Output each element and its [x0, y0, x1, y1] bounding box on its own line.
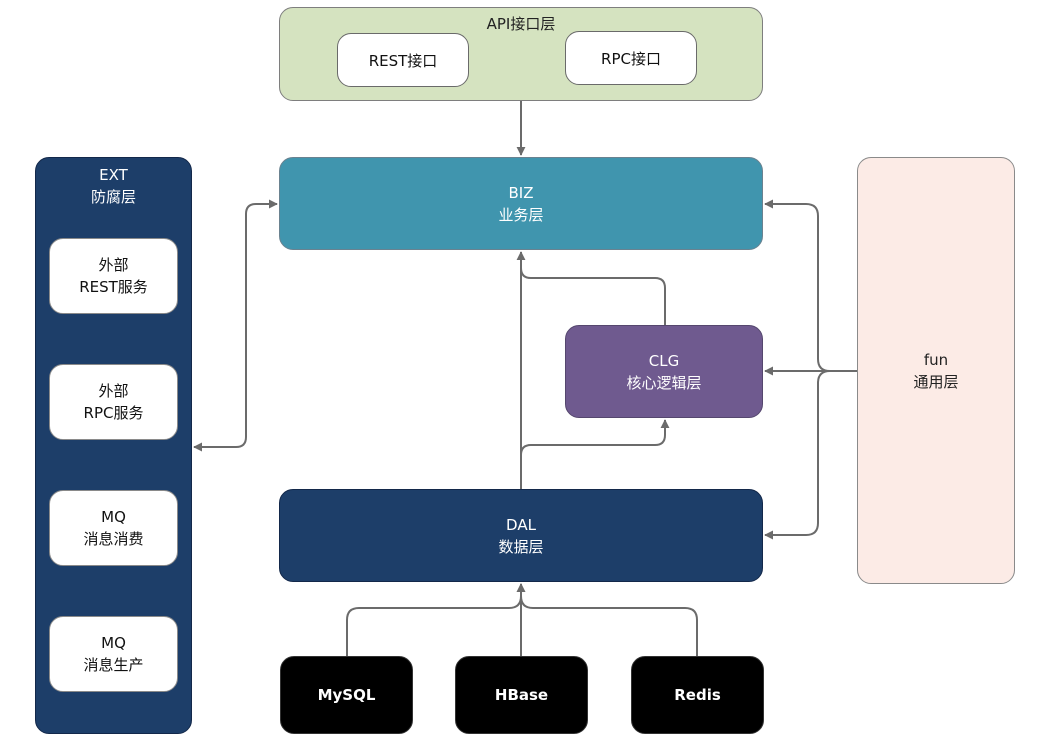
ext-item-label-bottom: RPC服务: [83, 404, 144, 422]
api-layer-title: API接口层: [486, 15, 556, 33]
ext-item-rest-service: 外部 REST服务: [49, 238, 178, 314]
dal-layer-label: 数据层: [498, 537, 544, 556]
dal-layer-code: DAL: [506, 515, 536, 534]
arrow-dal-to-clg: [520, 419, 670, 456]
ext-item-mq-produce: MQ 消息生产: [49, 616, 178, 692]
ext-item-label-bottom: 消息生产: [83, 656, 144, 674]
hbase-store-label: HBase: [494, 686, 549, 704]
rest-interface-label: REST接口: [368, 51, 438, 70]
arrow-fun-to-biz: [764, 199, 857, 372]
arrow-clg-to-biz: [520, 267, 666, 325]
fun-layer-code: fun: [923, 350, 949, 369]
biz-layer-code: BIZ: [508, 183, 534, 202]
ext-layer: EXT 防腐层 外部 REST服务 外部 RPC服务 MQ 消息消费 MQ 消息…: [35, 157, 192, 734]
ext-layer-code: EXT: [99, 166, 128, 184]
rest-interface-box: REST接口: [337, 33, 469, 87]
redis-store: Redis: [631, 656, 764, 734]
ext-item-label-bottom: REST服务: [79, 278, 148, 296]
fun-layer-label: 通用层: [913, 372, 959, 391]
ext-item-mq-consume: MQ 消息消费: [49, 490, 178, 566]
ext-item-label-top: MQ: [101, 634, 126, 652]
arrow-redis-to-dal: [520, 595, 698, 656]
fun-layer: fun 通用层: [857, 157, 1015, 584]
ext-item-rpc-service: 外部 RPC服务: [49, 364, 178, 440]
arrow-mysql-to-dal: [346, 583, 526, 656]
hbase-store: HBase: [455, 656, 588, 734]
ext-item-label-bottom: 消息消费: [83, 530, 144, 548]
rpc-interface-label: RPC接口: [601, 49, 661, 68]
biz-layer-label: 业务层: [498, 205, 544, 224]
dal-layer: DAL 数据层: [279, 489, 763, 582]
arrow-ext-biz: [193, 199, 278, 452]
mysql-store-label: MySQL: [317, 686, 376, 704]
arrow-fun-to-dal: [764, 370, 831, 540]
mysql-store: MySQL: [280, 656, 413, 734]
clg-layer-code: CLG: [648, 351, 680, 370]
clg-layer-label: 核心逻辑层: [626, 373, 702, 392]
clg-layer: CLG 核心逻辑层: [565, 325, 763, 418]
redis-store-label: Redis: [674, 686, 721, 704]
ext-item-label-top: 外部: [98, 382, 129, 400]
ext-layer-label: 防腐层: [90, 188, 136, 206]
biz-layer: BIZ 业务层: [279, 157, 763, 250]
rpc-interface-box: RPC接口: [565, 31, 697, 85]
ext-item-label-top: 外部: [98, 256, 129, 274]
ext-item-label-top: MQ: [101, 508, 126, 526]
